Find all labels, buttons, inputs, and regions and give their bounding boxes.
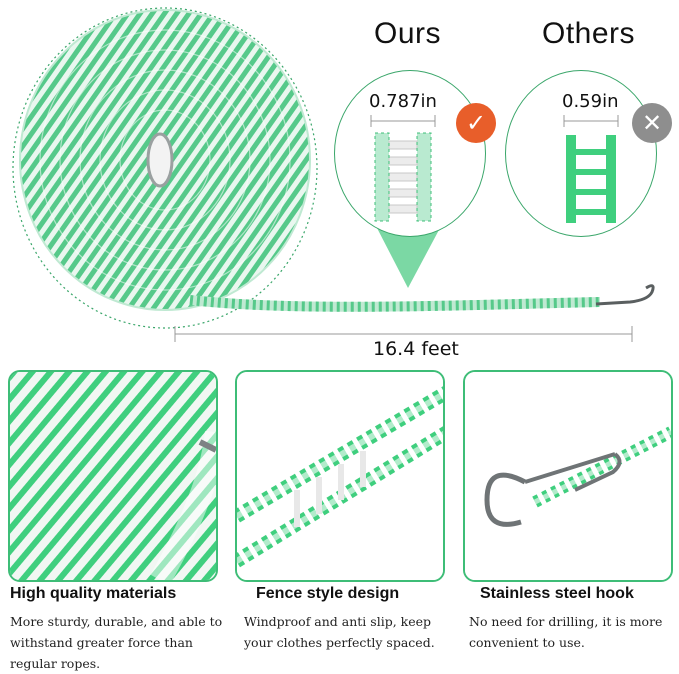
others-heading: Others: [542, 17, 636, 50]
feature-desc-fence: Windproof and anti slip, keep your cloth…: [244, 614, 435, 650]
others-rope-detail: [505, 70, 657, 237]
feature-desc-hook: No need for drilling, it is more conveni…: [469, 614, 663, 650]
feature-title-materials: High quality materials: [10, 585, 177, 602]
feature-title-fence: Fence style design: [256, 585, 400, 602]
feature-image-fence: [235, 370, 445, 582]
ours-width-label: 0.787in: [369, 91, 437, 112]
check-icon: ✓: [456, 103, 496, 143]
feature-image-hook: [463, 370, 673, 582]
ours-heading: Ours: [374, 17, 442, 50]
rope-length-label: 16.4 feet: [367, 338, 465, 360]
feature-desc-materials: More sturdy, durable, and able to withst…: [10, 614, 223, 671]
others-width-label: 0.59in: [562, 91, 619, 112]
coiled-rope-image: [12, 7, 655, 342]
feature-image-materials: [8, 370, 218, 582]
ours-rope-detail: [334, 70, 486, 237]
cross-icon: ✕: [632, 103, 672, 143]
feature-title-hook: Stainless steel hook: [480, 585, 634, 602]
